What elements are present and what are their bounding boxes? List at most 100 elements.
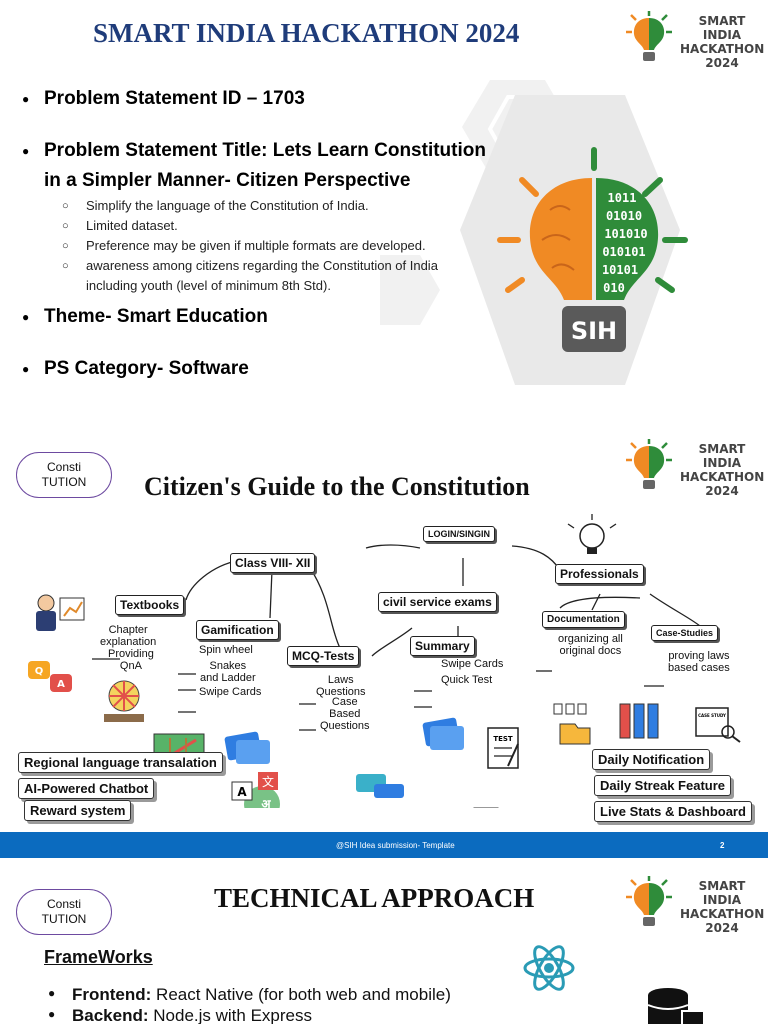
logo-line-1: SMART INDIA <box>698 879 746 907</box>
badge-line-2: TUTION <box>41 912 87 926</box>
page-number: 2 <box>720 841 725 850</box>
qna-chat-icon: Q A <box>28 661 72 692</box>
ps-category: PS Category- Software <box>22 354 492 384</box>
mcq-tests-box: MCQ-Tests <box>287 646 360 666</box>
badge-line-1: Consti <box>46 460 81 474</box>
case-study-doc-icon: CASE STUDY <box>695 707 741 743</box>
brain-bulb-icon <box>626 439 672 489</box>
feature-ai-chatbot: AI-Powered Chatbot <box>18 778 155 799</box>
svg-text:A: A <box>57 679 65 690</box>
backend-label: Backend: <box>72 1006 149 1024</box>
binary-line: 10101 <box>602 263 638 277</box>
gamification-box: Gamification <box>196 620 279 640</box>
logo-line-3: 2024 <box>705 921 739 935</box>
translation-icon: A 文 अ <box>231 772 280 808</box>
sih-logo: SMART INDIA HACKATHON 2024 <box>622 438 765 498</box>
folder-icon <box>553 703 591 745</box>
feature-daily-notification: Daily Notification <box>592 749 711 770</box>
slide-title: SMART INDIA HACKATHON 2024 <box>93 18 520 48</box>
consti-tution-badge: Consti TUTION <box>16 452 112 498</box>
consti-tution-badge: Consti TUTION <box>16 889 112 935</box>
binary-line: 010 <box>603 281 625 295</box>
bulb-label: SIH <box>571 317 617 345</box>
react-icon <box>523 945 575 991</box>
brain-bulb-icon <box>626 876 672 926</box>
spin-wheel-icon <box>104 680 144 722</box>
lightbulb-icon <box>567 514 617 554</box>
flow-illustrations: Q A TEST <box>28 514 741 808</box>
ps-theme: Theme- Smart Education <box>22 302 492 332</box>
brain-lightbulb-icon: 1011 01010 101010 010101 10101 010 SIH <box>497 147 688 352</box>
binary-line: 01010 <box>606 209 642 223</box>
quick-test-note: Quick Test <box>441 674 493 686</box>
brain-bulb-icon <box>626 11 672 61</box>
binary-line: 1011 <box>608 191 637 205</box>
backend-value: Node.js with Express <box>148 1006 312 1024</box>
binders-icon <box>619 703 659 739</box>
swipe-cards-note: Swipe Cards <box>199 686 262 698</box>
textbooks-box: Textbooks <box>115 595 185 615</box>
svg-text:Q: Q <box>35 666 44 677</box>
logo-line-2: HACKATHON <box>680 42 765 56</box>
login-box: LOGIN/SINGIN <box>423 526 496 542</box>
chatbot-robot-icon <box>356 774 404 798</box>
summary-box: Summary <box>410 636 475 656</box>
footer-bar: @SIH Idea submission- Template 2 <box>0 832 768 858</box>
logo-line-1: SMART INDIA <box>698 442 746 470</box>
feature-regional-translation: Regional language transalation <box>18 752 223 773</box>
feature-daily-streak: Daily Streak Feature <box>594 775 732 796</box>
svg-text:CASE STUDY: CASE STUDY <box>698 713 726 718</box>
feature-reward-system: Reward system <box>24 800 132 821</box>
professionals-box: Professionals <box>555 564 644 584</box>
ps-sub-list: Simplify the language of the Constitutio… <box>60 196 492 296</box>
logo-line-3: 2024 <box>705 484 739 498</box>
backend-item: Backend: Node.js with Express <box>48 1006 312 1024</box>
sih-logo: SMART INDIA HACKATHON 2024 <box>622 10 765 70</box>
ps-sub-item: awareness among citizens regarding the C… <box>60 256 492 296</box>
case-studies-box: Case-Studies <box>651 625 719 641</box>
ps-sub-item: Preference may be given if multiple form… <box>60 236 492 256</box>
logo-line-2: HACKATHON <box>680 470 765 484</box>
cards-icon <box>224 731 270 764</box>
slide-technical-approach: Consti TUTION TECHNICAL APPROACH SMART I… <box>0 865 768 1024</box>
slide-problem-statement: SMART INDIA HACKATHON 2024 SMART INDIA H… <box>0 0 768 428</box>
frameworks-heading: FrameWorks <box>44 947 153 967</box>
slide-title: Citizen's Guide to the Constitution <box>144 472 530 501</box>
badge-line-1: Consti <box>46 897 81 911</box>
svg-text:TEST: TEST <box>493 735 513 743</box>
logo-line-2: HACKATHON <box>680 907 765 921</box>
ps-sub-item: Limited dataset. <box>60 216 492 236</box>
svg-text:文: 文 <box>262 774 274 789</box>
svg-text:A: A <box>237 785 247 799</box>
database-icon <box>647 988 705 1024</box>
binary-line: 101010 <box>604 227 647 241</box>
swipe-cards-summary-note: Swipe Cards <box>441 658 504 670</box>
slide-title: TECHNICAL APPROACH <box>214 883 535 913</box>
test-paper-icon: TEST <box>487 727 519 769</box>
svg-text:अ: अ <box>261 797 271 808</box>
ps-id: Problem Statement ID – 1703 <box>22 84 492 114</box>
slide-citizens-guide: Consti TUTION Citizen's Guide to the Con… <box>0 428 768 865</box>
footer-text: @SIH Idea submission- Template <box>336 841 455 850</box>
binary-line: 010101 <box>602 245 645 259</box>
logo-line-1: SMART INDIA <box>698 14 746 42</box>
feature-live-stats: Live Stats & Dashboard <box>594 801 752 822</box>
sih-logo: SMART INDIA HACKATHON 2024 <box>622 875 765 935</box>
spin-wheel-note: Spin wheel <box>199 644 253 656</box>
problem-bullets: Problem Statement ID – 1703 Problem Stat… <box>22 84 492 384</box>
frontend-label: Frontend: <box>72 985 152 1004</box>
logo-line-3: 2024 <box>705 56 739 70</box>
cards-icon <box>422 717 464 750</box>
documentation-box: Documentation <box>542 611 625 628</box>
teacher-icon <box>36 594 85 631</box>
class-box: Class VIII- XII <box>230 553 316 573</box>
badge-line-2: TUTION <box>41 475 87 489</box>
ps-title: Problem Statement Title: Lets Learn Cons… <box>22 136 492 196</box>
